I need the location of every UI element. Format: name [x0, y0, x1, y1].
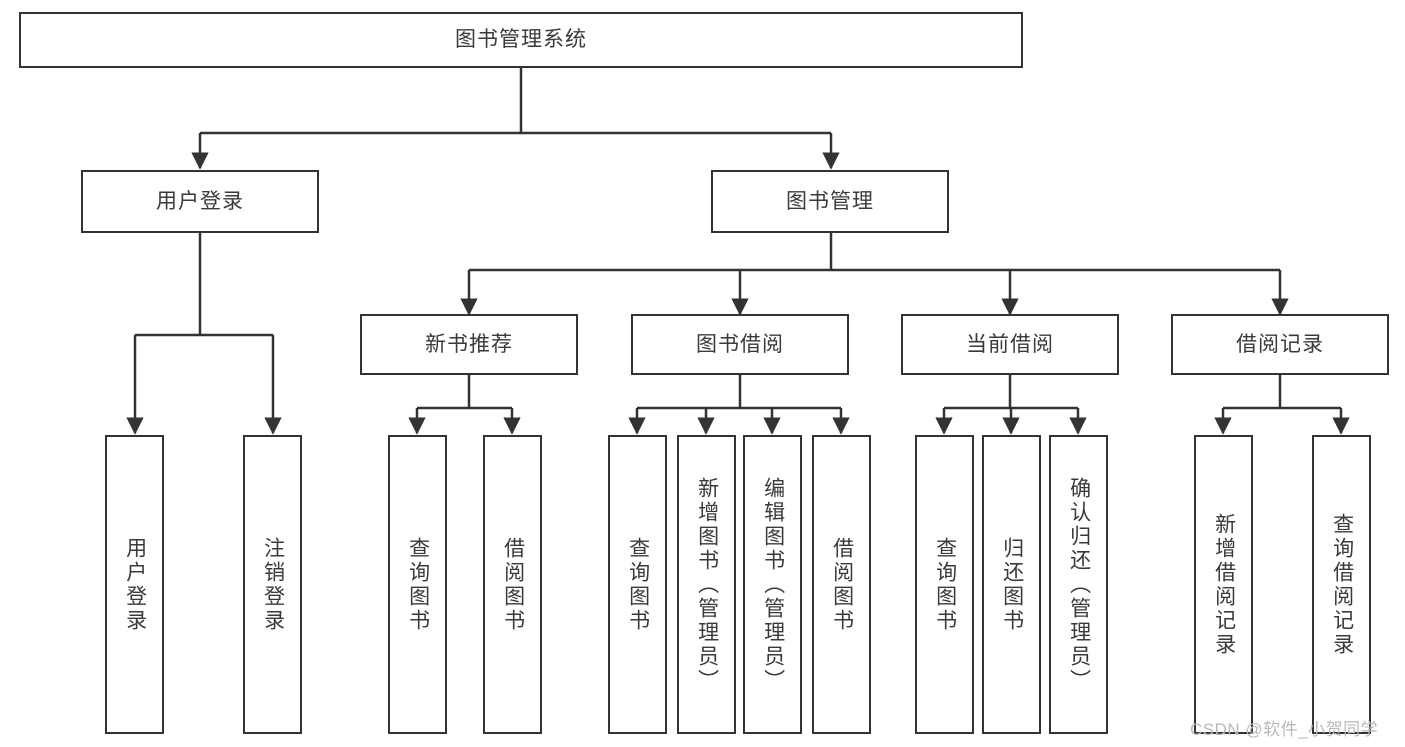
node-leaf-logout-login[interactable]: 注销登录	[243, 435, 302, 734]
node-label: 查询图书	[406, 536, 430, 633]
node-leaf-query-record[interactable]: 查询借阅记录	[1312, 435, 1371, 734]
node-leaf-user-login[interactable]: 用户登录	[105, 435, 164, 734]
node-leaf-add-record[interactable]: 新增借阅记录	[1194, 435, 1253, 734]
node-leaf-edit-book[interactable]: 编辑图书（管理员）	[743, 435, 802, 734]
node-label: 确认归还（管理员）	[1067, 476, 1091, 693]
node-label: 查询图书	[933, 536, 957, 633]
node-leaf-query-book-1[interactable]: 查询图书	[388, 435, 447, 734]
node-label: 新增图书（管理员）	[695, 476, 719, 693]
node-label: 新书推荐	[425, 332, 513, 356]
node-label: 图书管理系统	[455, 28, 587, 52]
node-label: 借阅图书	[830, 536, 854, 633]
node-leaf-query-book-2[interactable]: 查询图书	[608, 435, 667, 734]
node-current-borrow[interactable]: 当前借阅	[901, 314, 1119, 375]
node-leaf-add-book[interactable]: 新增图书（管理员）	[677, 435, 736, 734]
node-borrow-record[interactable]: 借阅记录	[1171, 314, 1389, 375]
node-leaf-return-book[interactable]: 归还图书	[982, 435, 1041, 734]
node-label: 借阅图书	[501, 536, 525, 633]
node-book-management[interactable]: 图书管理	[711, 170, 949, 233]
node-label: 归还图书	[1000, 536, 1024, 633]
node-user-login[interactable]: 用户登录	[81, 170, 319, 233]
node-label: 查询借阅记录	[1330, 512, 1354, 657]
node-leaf-borrow-book-1[interactable]: 借阅图书	[483, 435, 542, 734]
csdn-watermark: CSDN @软件_小贺同学	[1190, 720, 1379, 739]
node-leaf-query-book-3[interactable]: 查询图书	[915, 435, 974, 734]
node-label: 用户登录	[123, 536, 147, 633]
node-label: 查询图书	[626, 536, 650, 633]
node-label: 编辑图书（管理员）	[761, 476, 785, 693]
node-label: 注销登录	[261, 536, 285, 633]
node-label: 图书管理	[786, 189, 874, 213]
node-label: 当前借阅	[966, 332, 1054, 356]
node-leaf-confirm-return[interactable]: 确认归还（管理员）	[1049, 435, 1108, 734]
node-label: 图书借阅	[696, 332, 784, 356]
node-label: 借阅记录	[1236, 332, 1324, 356]
node-label: 新增借阅记录	[1212, 512, 1236, 657]
node-book-management-system[interactable]: 图书管理系统	[19, 12, 1023, 68]
node-label: 用户登录	[156, 189, 244, 213]
node-leaf-borrow-book-2[interactable]: 借阅图书	[812, 435, 871, 734]
node-book-borrow[interactable]: 图书借阅	[631, 314, 849, 375]
node-new-book-recommend[interactable]: 新书推荐	[360, 314, 578, 375]
